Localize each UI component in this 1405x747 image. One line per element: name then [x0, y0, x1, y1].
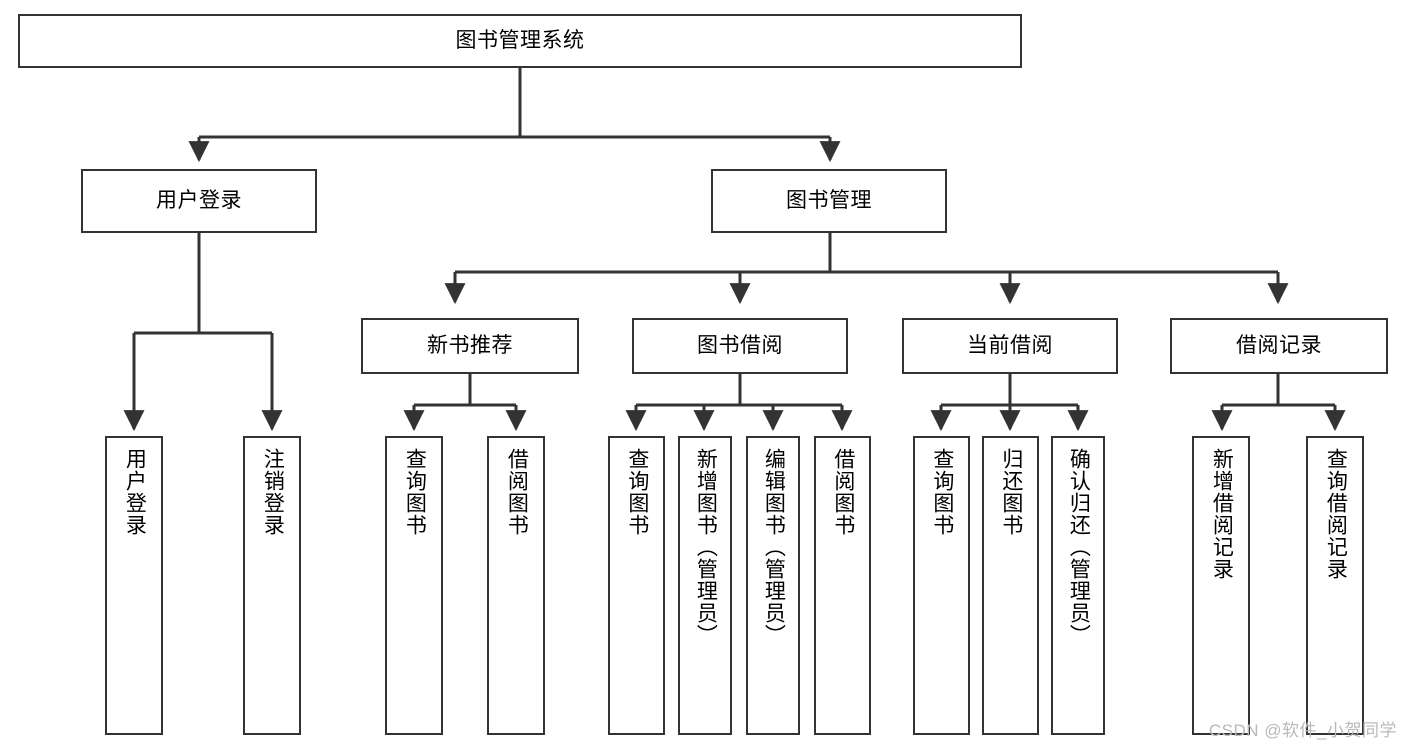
- node-book-management-label: 图书管理: [786, 189, 872, 213]
- node-leaf-borrow-book-2[interactable]: 借阅图书: [814, 436, 871, 735]
- node-root-label: 图书管理系统: [455, 29, 585, 53]
- node-leaf-query-borrow-record-label: 查询借阅记录: [1324, 448, 1348, 580]
- node-leaf-query-book-3-label: 查询图书: [930, 448, 954, 536]
- node-leaf-query-book-1[interactable]: 查询图书: [385, 436, 443, 735]
- node-leaf-add-book-label: 新增图书（管理员）: [694, 448, 718, 646]
- node-current-borrow-label: 当前借阅: [967, 334, 1053, 358]
- node-book-management[interactable]: 图书管理: [711, 169, 947, 233]
- node-leaf-borrow-book-2-label: 借阅图书: [831, 448, 855, 536]
- node-leaf-borrow-book-1-label: 借阅图书: [505, 448, 529, 536]
- node-leaf-borrow-book-1[interactable]: 借阅图书: [487, 436, 545, 735]
- node-root[interactable]: 图书管理系统: [18, 14, 1022, 68]
- node-user-login[interactable]: 用户登录: [81, 169, 317, 233]
- node-book-borrow-label: 图书借阅: [697, 334, 783, 358]
- node-leaf-edit-book-label: 编辑图书（管理员）: [762, 448, 786, 646]
- node-book-borrow[interactable]: 图书借阅: [632, 318, 848, 374]
- node-leaf-user-login-label: 用户登录: [123, 448, 147, 536]
- node-leaf-logout-login[interactable]: 注销登录: [243, 436, 301, 735]
- csdn-watermark: CSDN @软件_小贺同学: [1208, 721, 1397, 740]
- node-leaf-logout-login-label: 注销登录: [261, 448, 285, 536]
- node-leaf-add-book[interactable]: 新增图书（管理员）: [678, 436, 732, 735]
- node-leaf-confirm-return-label: 确认归还（管理员）: [1067, 448, 1091, 646]
- node-borrow-record-label: 借阅记录: [1236, 334, 1322, 358]
- node-leaf-edit-book[interactable]: 编辑图书（管理员）: [746, 436, 800, 735]
- node-leaf-add-borrow-record[interactable]: 新增借阅记录: [1192, 436, 1250, 735]
- node-new-book-recommend-label: 新书推荐: [427, 334, 513, 358]
- node-leaf-query-book-3[interactable]: 查询图书: [913, 436, 970, 735]
- node-leaf-query-book-1-label: 查询图书: [403, 448, 427, 536]
- node-leaf-return-book[interactable]: 归还图书: [982, 436, 1039, 735]
- node-current-borrow[interactable]: 当前借阅: [902, 318, 1118, 374]
- node-leaf-query-book-2[interactable]: 查询图书: [608, 436, 665, 735]
- node-user-login-label: 用户登录: [156, 189, 242, 213]
- node-leaf-add-borrow-record-label: 新增借阅记录: [1210, 448, 1234, 580]
- node-new-book-recommend[interactable]: 新书推荐: [361, 318, 579, 374]
- node-leaf-query-borrow-record[interactable]: 查询借阅记录: [1306, 436, 1364, 735]
- node-borrow-record[interactable]: 借阅记录: [1170, 318, 1388, 374]
- node-leaf-return-book-label: 归还图书: [999, 448, 1023, 536]
- node-leaf-query-book-2-label: 查询图书: [625, 448, 649, 536]
- node-leaf-user-login[interactable]: 用户登录: [105, 436, 163, 735]
- node-leaf-confirm-return[interactable]: 确认归还（管理员）: [1051, 436, 1105, 735]
